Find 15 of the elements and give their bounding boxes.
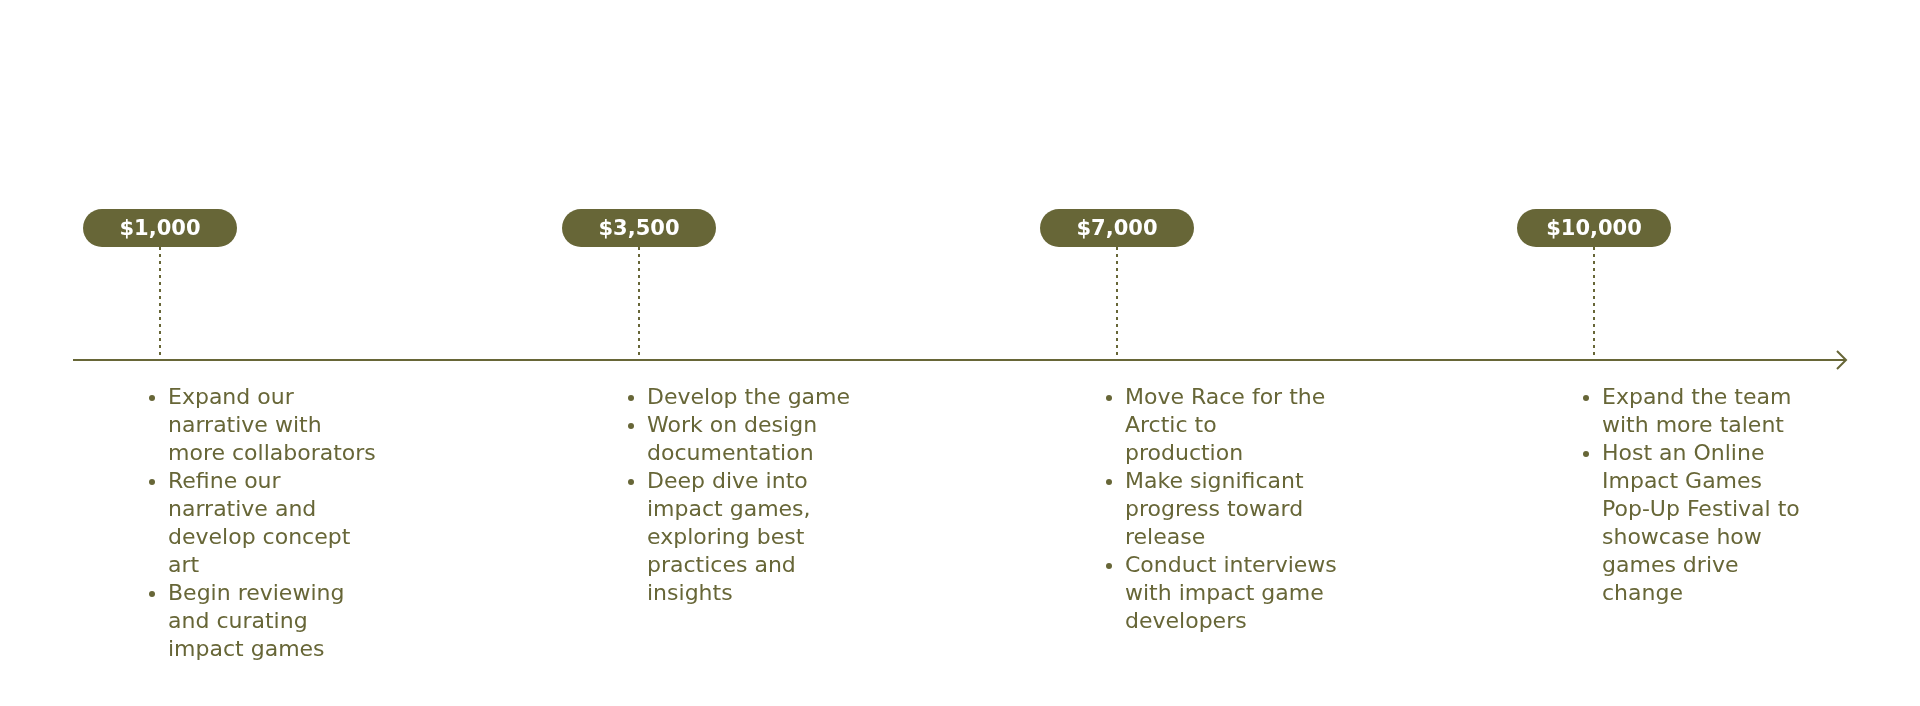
milestone-task-text: Deep dive into impact games, exploring best practices and insights bbox=[647, 467, 812, 607]
milestone-task-text: Conduct interviews with impact game developers bbox=[1125, 551, 1338, 635]
milestone-task-text: Expand the team with more talent bbox=[1602, 383, 1793, 439]
milestone-task-text: Develop the game bbox=[647, 383, 851, 411]
milestone-task-text: Expand our narrative with more collaborators bbox=[168, 383, 377, 467]
amount-pill: $3,500 bbox=[562, 209, 716, 247]
amount-pill: $10,000 bbox=[1517, 209, 1671, 247]
amount-pill: $7,000 bbox=[1040, 209, 1194, 247]
milestone-task-text: Work on design documentation bbox=[647, 411, 819, 467]
amount-pill: $1,000 bbox=[83, 209, 237, 247]
milestone-task-text: Refine our narrative and develop concept art bbox=[168, 467, 352, 579]
milestone-task-text: Host an Online Impact Games Pop-Up Festival to showcase how games drive change bbox=[1602, 439, 1801, 607]
milestone-task-text: Begin reviewing and curating impact games bbox=[168, 579, 346, 663]
milestone-task-text: Move Race for the Arctic to production bbox=[1125, 383, 1327, 467]
milestone-task-text: Make significant progress toward release bbox=[1125, 467, 1305, 551]
